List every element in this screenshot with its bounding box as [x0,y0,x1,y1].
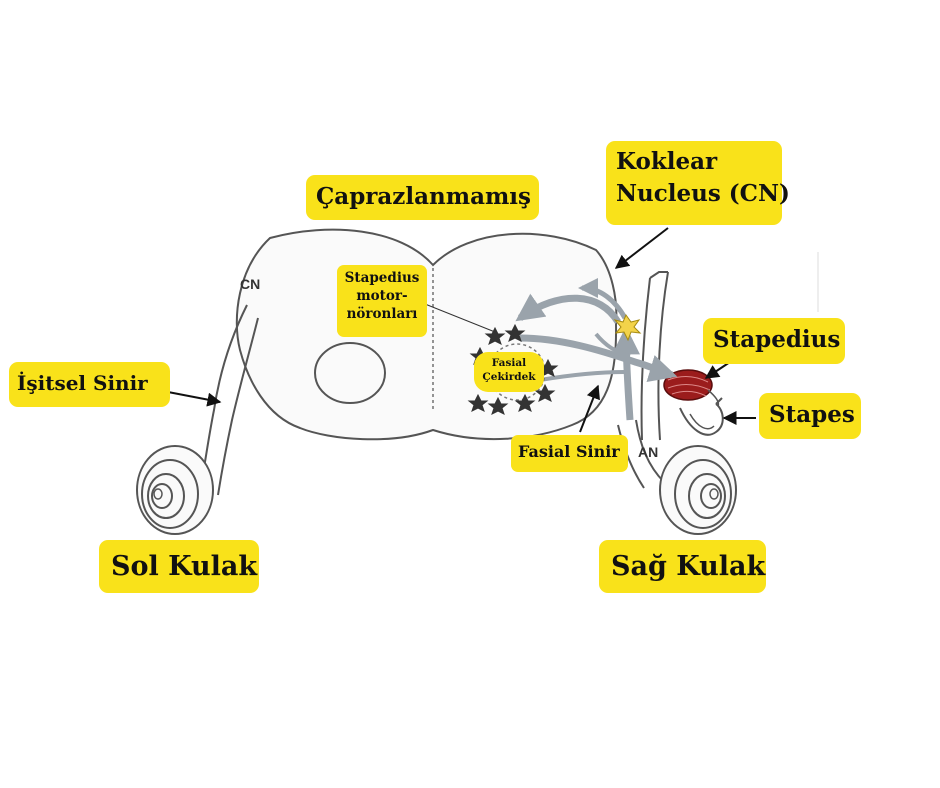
label-koklear-line1: Koklear [616,148,718,175]
fasial-sinir-arrow [579,384,600,433]
left-ear [136,445,214,535]
label-motor-line3: nöronları [346,306,418,323]
label-sag-kulak: Sağ Kulak [599,540,766,593]
label-isitsel-sinir: İşitsel Sinir [9,362,170,407]
label-stapes: Stapes [759,393,861,439]
right-ear [659,445,737,535]
an-text: AN [638,444,659,460]
stapedius-arrow [704,361,731,379]
motoneuron-pointer [419,301,496,333]
label-motor-line2: motor- [356,288,408,305]
label-fasial-sinir: Fasial Sinir [511,435,628,472]
label-caprazlanmamis: Çaprazlanmamış [306,175,539,220]
label-fasial-line2: Çekirdek [482,371,536,384]
reflex-pathways [515,278,678,421]
label-stapedius: Stapedius [703,318,845,364]
label-stapedius-motoneurons: Stapedius motor- nöronları [337,265,427,337]
label-fasial-line1: Fasial [491,357,527,369]
right-auditory-nerve [617,424,645,489]
koklear-arrow [614,227,669,269]
cn-text: CN [240,276,261,292]
right-nerve-tube [640,271,669,441]
label-sol-kulak: Sol Kulak [99,540,259,593]
cochlear-nucleus-neuron [613,313,642,342]
label-fasial-cekirdek: Fasial Çekirdek [474,352,544,392]
label-motor-line1: Stapedius [344,270,420,286]
isitsel-sinir-arrow [167,391,222,407]
stapes-bone [679,397,724,436]
label-koklear-nucleus: Koklear Nucleus (CN) [606,141,790,225]
label-koklear-line2: Nucleus (CN) [616,180,790,208]
left-nucleus-oval [314,342,386,404]
brainstem-outline [235,228,618,441]
facial-nucleus-motoneurons [467,323,559,415]
